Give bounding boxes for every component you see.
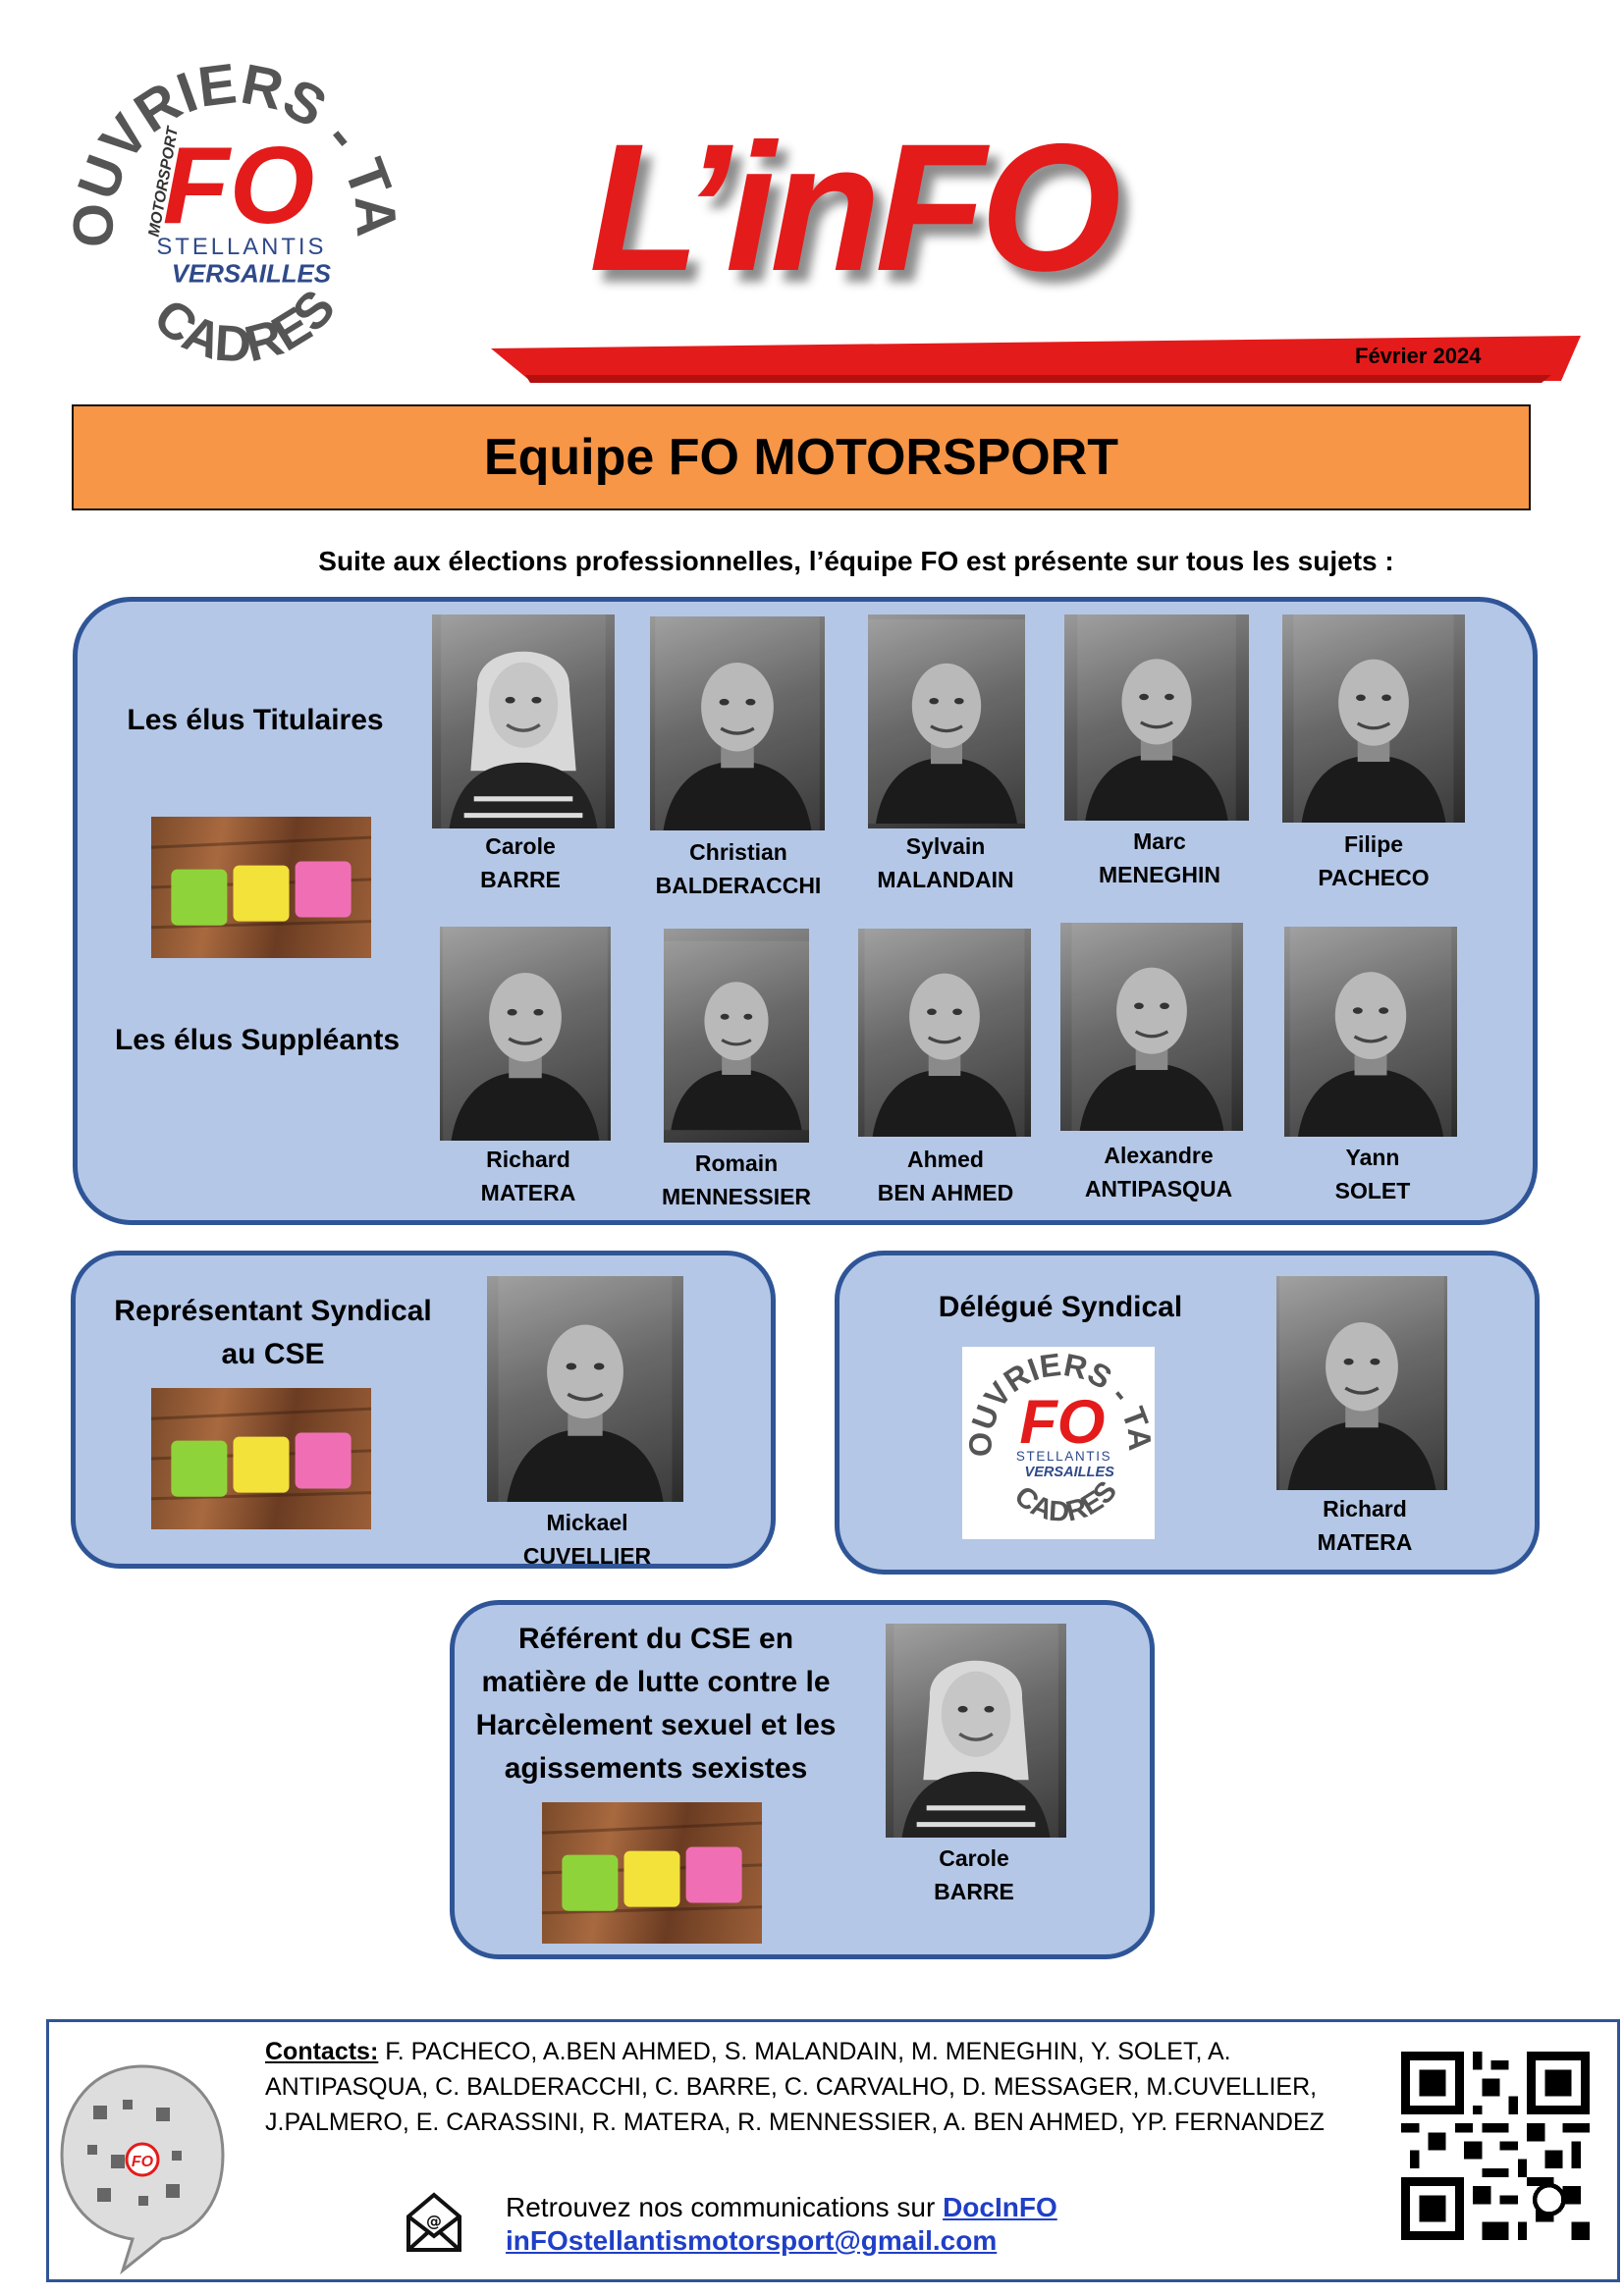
page-title-banner: Equipe FO MOTORSPORT [72,404,1531,510]
cse-badge-icon [151,817,371,958]
photo-titulaire-2 [650,616,825,830]
photo-titulaire-3 [868,614,1025,828]
intro-text: Suite aux élections professionnelles, l’… [318,546,1394,576]
photo-suppleant-5 [1284,927,1457,1137]
photo-titulaire-4 [1064,614,1249,821]
photo-titulaire-1 [432,614,615,828]
qr-bubble-icon: FO [54,2056,231,2276]
logo-bottom-arc: CADRES [1008,1475,1123,1528]
logo-fo-letters: FO [163,124,315,246]
issue-date: Février 2024 [1355,344,1482,368]
representant-label: Représentant Syndical au CSE [114,1295,432,1370]
photo-suppleant-4 [1060,923,1243,1131]
logo-fo-letters: FO [1019,1388,1105,1457]
svg-text:CADRES: CADRES [143,279,346,373]
qr-code-icon [1401,2052,1590,2240]
photo-suppleant-1 [440,927,611,1141]
svg-text:CADRES: CADRES [1008,1475,1123,1528]
contacts-text: Contacts: F. PACHECO, A.BEN AHMED, S. MA… [265,2034,1365,2140]
photo-delegue [1276,1276,1447,1490]
footer-box [46,2019,1620,2282]
titulaires-label: Les élus Titulaires [127,704,384,736]
svg-text:@: @ [426,2212,442,2230]
logo-company: STELLANTIS [156,234,326,260]
referent-label: Référent du CSE en matière de lutte cont… [475,1623,837,1785]
delegue-label: Délégué Syndical [938,1291,1183,1323]
photo-suppleant-2 [664,929,809,1143]
cse-badge-icon [542,1802,762,1944]
photo-representant [487,1276,683,1502]
cse-badge-icon [151,1388,371,1529]
newsletter-title: L’inFO [589,107,1121,309]
photo-suppleant-3 [858,929,1031,1137]
contacts-list: F. PACHECO, A.BEN AHMED, S. MALANDAIN, M… [265,2038,1325,2136]
email-link[interactable]: inFOstellantismotorsport@gmail.com [506,2225,998,2256]
contacts-label: Contacts: [265,2038,379,2065]
qr-bubble-fo: FO [132,2154,154,2170]
logo-site: VERSAILLES [172,261,331,289]
retrouvez-text: Retrouvez nos communications sur DocInFO [506,2192,1057,2222]
docinfo-link[interactable]: DocInFO [943,2192,1057,2222]
fo-logo-icon: OUVRIERS - TAMS CADRES FO STELLANTIS VER… [948,1318,1158,1539]
logo-company: STELLANTIS [1016,1449,1111,1464]
logo-site: VERSAILLES [1025,1465,1115,1480]
photo-titulaire-5 [1282,614,1465,823]
logo-bottom-arc: CADRES [143,279,346,373]
suppleants-label: Les élus Suppléants [114,1024,401,1056]
header-red-band [491,334,1581,383]
page-title: Equipe FO MOTORSPORT [483,429,1119,486]
fo-logo-icon: OUVRIERS - TAMS CADRES FO MOTORSPORT STE… [37,2,407,395]
photo-referent [886,1624,1066,1838]
mail-icon: @ [405,2191,463,2254]
